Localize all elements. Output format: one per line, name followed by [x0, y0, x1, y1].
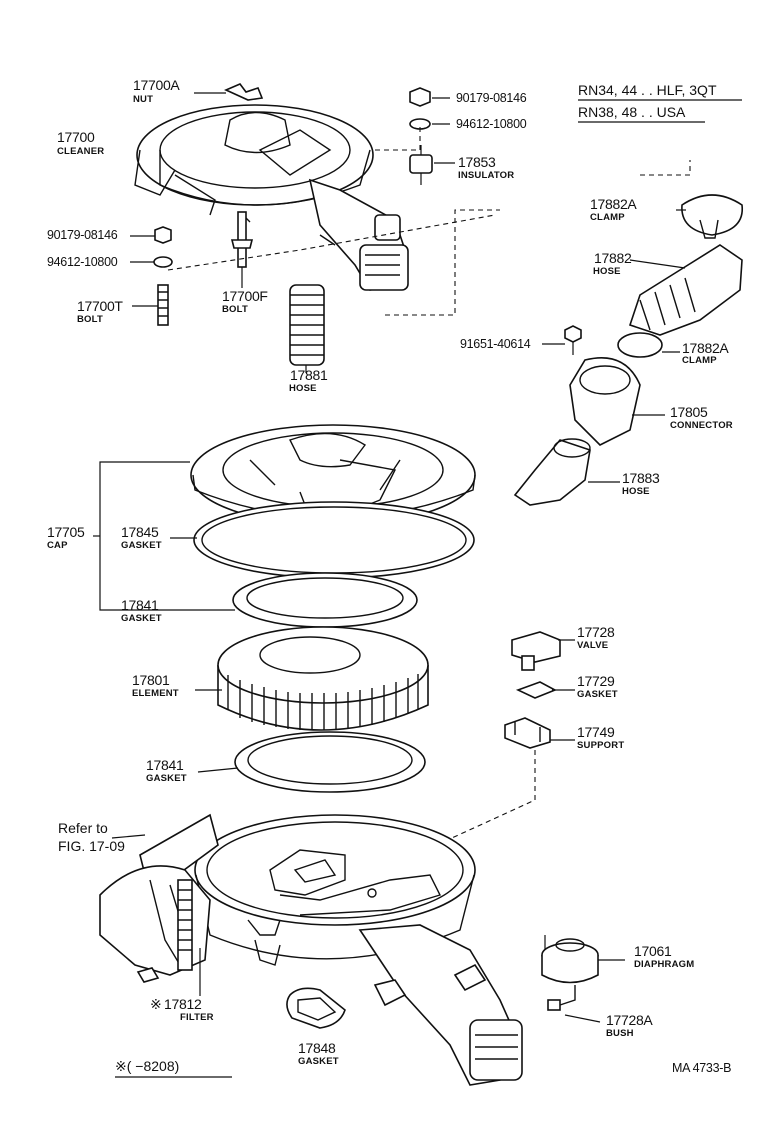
air-cleaner-body-lower — [194, 814, 523, 1086]
part-name-17841-lower: GASKET — [146, 773, 187, 784]
part-number-17812[interactable]: 17812 — [164, 996, 202, 1012]
part-number-17882[interactable]: 17882 — [594, 250, 632, 266]
part-number-17881[interactable]: 17881 — [290, 367, 328, 383]
part-number-17805[interactable]: 17805 — [670, 404, 708, 420]
gasket-17845-icon — [193, 501, 475, 579]
gasket-17841-upper-icon — [232, 572, 418, 628]
clamp-17882a-top-icon — [681, 194, 743, 239]
part-number-17883[interactable]: 17883 — [622, 470, 660, 486]
footnote: ※( −8208) — [115, 1058, 180, 1074]
refer-line-1: Refer to — [58, 820, 108, 836]
part-name-17882a-top: CLAMP — [590, 212, 625, 223]
part-number-17848[interactable]: 17848 — [298, 1040, 336, 1056]
part-name-17882a-lower: CLAMP — [682, 355, 717, 366]
washer-left-icon — [153, 256, 173, 268]
nut-90179-icon — [409, 87, 431, 107]
air-cleaner-assembly-top — [134, 104, 409, 291]
part-number-91651[interactable]: 91651-40614 — [460, 337, 531, 351]
gasket-17729-icon — [515, 681, 557, 699]
gasket-17848-icon — [286, 987, 346, 1029]
part-name-17728a: BUSH — [606, 1028, 634, 1039]
bush-17728a-icon — [547, 985, 576, 1011]
wing-nut-icon — [224, 83, 264, 101]
part-number-17728a[interactable]: 17728A — [606, 1012, 653, 1028]
hose-17882-icon — [628, 244, 743, 336]
part-number-17061[interactable]: 17061 — [634, 943, 672, 959]
part-name-17845: GASKET — [121, 540, 162, 551]
support-17749-icon — [504, 717, 551, 749]
part-name-17881: HOSE — [289, 383, 317, 394]
hose-17883-icon — [513, 438, 591, 506]
nut-left-icon — [154, 226, 172, 244]
part-number-17801[interactable]: 17801 — [132, 672, 170, 688]
part-name-17882: HOSE — [593, 266, 621, 277]
part-number-17705[interactable]: 17705 — [47, 524, 85, 540]
part-number-90179-top[interactable]: 90179-08146 — [456, 91, 527, 105]
part-number-17728[interactable]: 17728 — [577, 624, 615, 640]
part-name-17705: CAP — [47, 540, 68, 551]
part-number-17845[interactable]: 17845 — [121, 524, 159, 540]
part-number-94612-top[interactable]: 94612-10800 — [456, 117, 527, 131]
element-17801-icon — [217, 626, 429, 731]
part-name-17700: CLEANER — [57, 146, 105, 157]
figure-code: MA 4733-B — [672, 1061, 732, 1075]
part-name-17700f: BOLT — [222, 304, 248, 315]
part-name-17853: INSULATOR — [458, 170, 515, 181]
applicability-line-2: RN38, 48 . . USA — [578, 104, 686, 120]
part-number-94612-left[interactable]: 94612-10800 — [47, 255, 118, 269]
part-number-17700t[interactable]: 17700T — [77, 298, 123, 314]
filter-mark: ※ — [150, 996, 162, 1012]
part-name-17729: GASKET — [577, 689, 618, 700]
part-number-17882a-top[interactable]: 17882A — [590, 196, 637, 212]
part-name-17805: CONNECTOR — [670, 420, 733, 431]
clamp-17882a-lower-icon — [617, 332, 663, 358]
gasket-17841-lower-icon — [234, 731, 426, 793]
part-name-17801: ELEMENT — [132, 688, 179, 699]
part-name-17061: DIAPHRAGM — [634, 959, 695, 970]
stud-bolt-17700t-icon — [157, 284, 169, 326]
part-name-17700a: NUT — [133, 94, 154, 105]
hose-17881-icon — [289, 284, 325, 366]
insulator-17853-icon — [409, 145, 433, 185]
part-name-17700t: BOLT — [77, 314, 103, 325]
part-number-17749[interactable]: 17749 — [577, 724, 615, 740]
bolt-91651-icon — [564, 325, 582, 355]
diaphragm-17061-icon — [541, 935, 599, 984]
connector-17805-icon — [569, 356, 641, 446]
part-number-17882a-lower[interactable]: 17882A — [682, 340, 729, 356]
part-name-17848: GASKET — [298, 1056, 339, 1067]
part-number-17853[interactable]: 17853 — [458, 154, 496, 170]
part-number-17729[interactable]: 17729 — [577, 673, 615, 689]
part-number-17700f[interactable]: 17700F — [222, 288, 268, 304]
part-name-17883: HOSE — [622, 486, 650, 497]
part-number-17700a[interactable]: 17700A — [133, 77, 180, 93]
part-number-90179-left[interactable]: 90179-08146 — [47, 228, 118, 242]
valve-17728-icon — [511, 631, 561, 671]
part-number-17700[interactable]: 17700 — [57, 129, 95, 145]
part-number-17841-upper[interactable]: 17841 — [121, 597, 159, 613]
part-name-17728: VALVE — [577, 640, 609, 651]
part-name-17812: FILTER — [180, 1012, 214, 1023]
refer-line-2[interactable]: FIG. 17-09 — [58, 838, 125, 854]
part-name-17749: SUPPORT — [577, 740, 625, 751]
applicability-line-1: RN34, 44 . . HLF, 3QT — [578, 82, 717, 98]
part-number-17841-lower[interactable]: 17841 — [146, 757, 184, 773]
filter-17812-icon — [136, 879, 193, 983]
part-name-17841-upper: GASKET — [121, 613, 162, 624]
